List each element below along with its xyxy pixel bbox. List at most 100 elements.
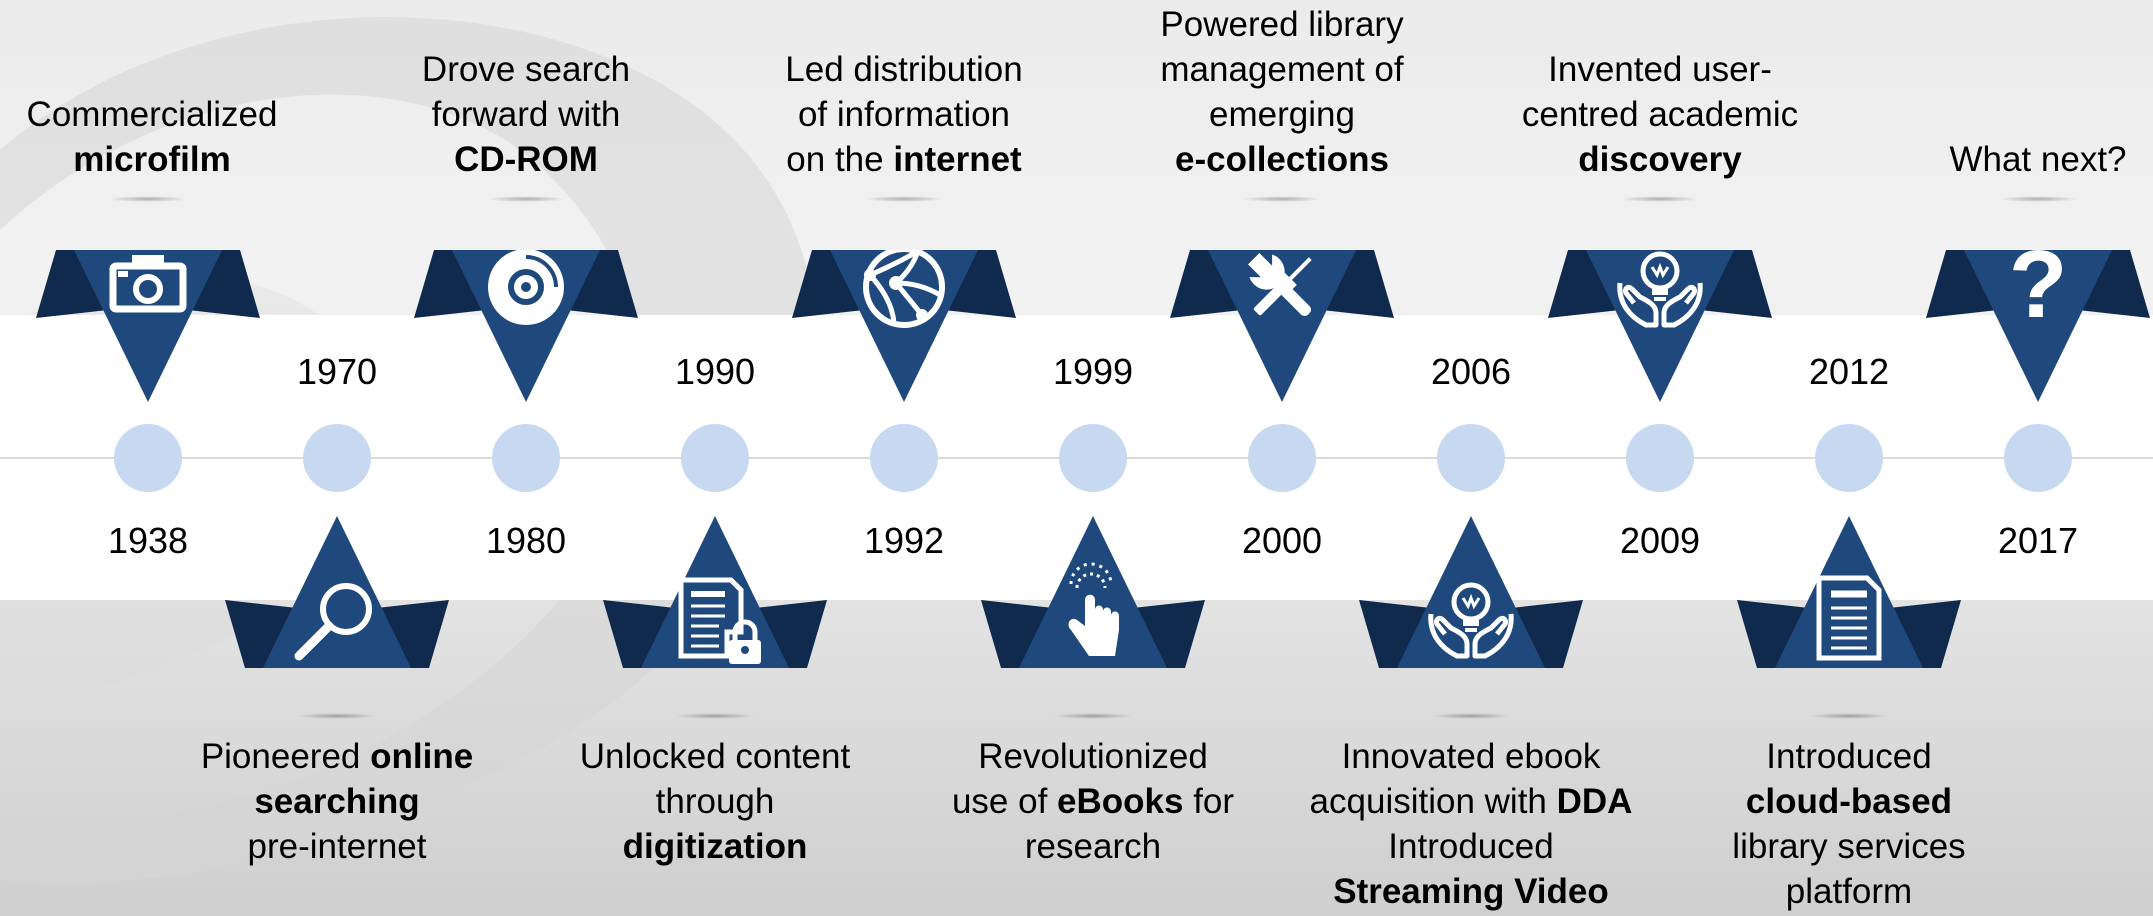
year-label-1992: 1992 [863,520,945,561]
caption-2009: Invented user-centred academic discovery [1500,47,1820,182]
marker-shape [225,516,449,668]
caption-line: centred academic [1500,92,1820,137]
year-label-2006: 2006 [1430,351,1512,392]
caption-line: discovery [1500,137,1820,182]
caption-text: use of [951,782,1058,821]
caption-text: forward with [431,95,621,134]
caption-line: forward with [396,92,656,137]
caption-line: of information [764,92,1044,137]
year-label-1970: 1970 [296,351,378,392]
caption-text: Led distribution [785,50,1023,89]
caption-line: Pioneered online [177,734,497,779]
milestone-dot-2017 [2004,424,2072,492]
milestone-dot-1980 [492,424,560,492]
caption-divider [1053,713,1133,719]
caption-line: Introduced [1699,734,1999,779]
marker-shape [792,246,1016,402]
caption-line: Revolutionized [933,734,1253,779]
caption-line: research [933,824,1253,869]
caption-text: Revolutionized [978,737,1208,776]
cd-icon [488,249,564,325]
marker-shape [414,249,638,402]
wrench-screwdriver-icon [1248,253,1312,317]
caption-text: Commercialized [26,95,278,134]
caption-text: for [1183,782,1235,821]
caption-text: through [655,782,775,821]
caption-line: Innovated ebook [1291,734,1651,779]
milestone-marker-1992 [792,246,1016,415]
caption-emphasis: internet [893,140,1022,179]
caption-text: management of [1160,50,1404,89]
caption-divider [864,196,944,202]
caption-text: of information [797,95,1011,134]
magnifier-icon [294,583,372,661]
caption-emphasis: searching [254,782,420,821]
milestone-marker-2009 [1548,250,1772,415]
hands-lightbulb-icon [1428,582,1514,659]
caption-1992: Led distribution of information on the int… [764,47,1044,182]
caption-text: Drove search [421,50,631,89]
caption-line: digitization [555,824,875,869]
milestone-marker-2000 [1170,250,1394,415]
year-label-1938: 1938 [107,520,189,561]
caption-text: Powered library [1160,5,1404,44]
caption-text: Pioneered [200,737,371,776]
caption-line: Invented user- [1500,47,1820,92]
year-label-2012: 2012 [1808,351,1890,392]
caption-emphasis: discovery [1578,140,1742,179]
caption-text: library services [1732,827,1966,866]
caption-text: Invented user- [1548,50,1772,89]
caption-line: What next? [1928,137,2148,182]
marker-shape [1359,516,1583,668]
milestone-dot-1999 [1059,424,1127,492]
caption-text: Introduced [1388,827,1554,866]
caption-text: on the [786,140,894,179]
camera-icon [109,255,187,313]
year-label-1999: 1999 [1052,351,1134,392]
caption-line: Streaming Video [1291,869,1651,914]
caption-text: research [1024,827,1162,866]
caption-line: through [555,779,875,824]
caption-text: Introduced [1766,737,1932,776]
marker-shape: ? [1926,231,2150,402]
document-icon [1816,575,1882,661]
caption-line: Introduced [1291,824,1651,869]
caption-line: Unlocked content [555,734,875,779]
caption-text: emerging [1209,95,1355,134]
year-label-2000: 2000 [1241,520,1323,561]
milestone-marker-1999 [981,508,1205,673]
caption-emphasis: online [370,737,474,776]
caption-emphasis: cloud-based [1745,782,1953,821]
milestone-dot-1990 [681,424,749,492]
milestone-marker-1970 [225,508,449,673]
touch-hand-icon [1068,562,1119,656]
locked-document-icon [678,577,761,664]
milestone-dot-2009 [1626,424,1694,492]
caption-emphasis: DDA [1556,782,1633,821]
milestone-marker-1990 [603,508,827,673]
caption-line: use of eBooks for [933,779,1253,824]
caption-divider [675,713,755,719]
caption-line: microfilm [2,137,302,182]
milestone-dot-1970 [303,424,371,492]
caption-text: acquisition with [1309,782,1557,821]
marker-shape [603,516,827,668]
caption-emphasis: e-collections [1175,140,1389,179]
milestone-marker-1980 [414,249,638,415]
marker-shape [1548,250,1772,402]
caption-text: centred academic [1521,95,1799,134]
year-label-1980: 1980 [485,520,567,561]
milestone-marker-2017: ? [1926,231,2150,415]
caption-divider [486,196,566,202]
milestone-dot-2006 [1437,424,1505,492]
caption-text: What next? [1949,140,2127,179]
caption-line: Commercialized [2,92,302,137]
caption-line: e-collections [1132,137,1432,182]
caption-line: searching [177,779,497,824]
marker-shape [1737,516,1961,668]
